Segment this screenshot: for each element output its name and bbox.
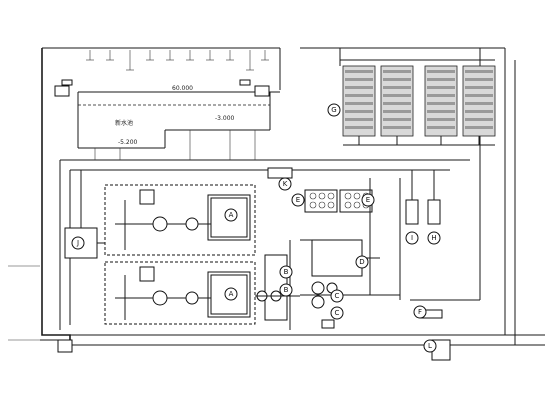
equipment-tags: A A B B C C D E E F G H I J K L	[71, 103, 441, 353]
device-h	[427, 199, 441, 225]
tag-c-label: C	[335, 292, 340, 300]
cooling-panel-fin	[465, 70, 493, 73]
cooling-panel-fin	[345, 102, 373, 105]
cooling-panel-fin	[345, 126, 373, 129]
tag-j-label: J	[76, 239, 79, 247]
cooling-panel-fin	[345, 78, 373, 81]
cooling-panel-fin	[427, 78, 455, 81]
cooling-panel-fin	[427, 110, 455, 113]
tag-l-label: L	[428, 342, 432, 350]
chiller-2	[104, 261, 256, 325]
cooling-panel-3	[424, 65, 458, 137]
cooling-panel-fin	[345, 94, 373, 97]
cooling-panel-fin	[465, 78, 493, 81]
cooling-panel-fin	[427, 118, 455, 121]
tag-e-circle	[361, 193, 375, 207]
cooling-panel-fin	[465, 118, 493, 121]
unit-e-left	[304, 189, 338, 213]
tag-i-label: I	[411, 234, 413, 242]
tag-b-circle	[279, 283, 293, 297]
tag-k-label: K	[283, 180, 288, 188]
tag-f-circle	[413, 305, 427, 319]
cooling-panel-fin	[383, 102, 411, 105]
tag-a-circle	[224, 208, 238, 222]
cooling-panel-fin	[465, 110, 493, 113]
tag-c-label: C	[335, 309, 340, 317]
tag-j-circle	[71, 236, 85, 250]
chiller-2-pump	[152, 290, 168, 306]
cooling-panel-1	[342, 65, 376, 137]
tag-a-label: A	[229, 290, 234, 298]
tag-k-circle	[278, 177, 292, 191]
top-sprinkler-drops	[86, 50, 269, 71]
cooling-panel-fin	[465, 86, 493, 89]
tag-a-label: A	[229, 211, 234, 219]
tag-d-label: D	[359, 258, 364, 266]
cooling-panel-fin	[345, 110, 373, 113]
tag-e-label: E	[366, 196, 370, 204]
plant-right	[267, 167, 401, 329]
elevation-mid: -3.000	[215, 115, 235, 122]
tag-i-circle	[405, 231, 419, 245]
device-i	[405, 199, 419, 225]
heat-exchanger-d	[311, 239, 363, 277]
cooling-panel-fin	[383, 86, 411, 89]
tag-c-circle	[330, 306, 344, 320]
tag-e-circle	[291, 193, 305, 207]
tag-e-label: E	[296, 196, 300, 204]
cooling-panel-fin	[427, 70, 455, 73]
pool-label: 新水池	[115, 119, 133, 127]
chiller-1-pump	[152, 216, 168, 232]
cooling-panel-fin	[383, 94, 411, 97]
tag-a-circle	[224, 287, 238, 301]
cooling-panel-fin	[427, 126, 455, 129]
tag-g-circle	[327, 103, 341, 117]
cooling-panel-fin	[383, 118, 411, 121]
tag-b-circle	[279, 265, 293, 279]
cooling-panel-2	[380, 65, 414, 137]
cooling-panel-fin	[383, 126, 411, 129]
tag-h-circle	[427, 231, 441, 245]
drain-section	[8, 265, 73, 353]
header-valve-left	[54, 85, 70, 97]
header-valve-right	[254, 85, 270, 97]
tag-f-label: F	[418, 308, 422, 316]
pump-group-b	[255, 240, 300, 330]
pool-section: 新水池 60.000 -3.000 -5.200	[54, 79, 280, 160]
tag-b-label: B	[284, 286, 289, 294]
cooling-panel-fin	[465, 94, 493, 97]
elevation-top: 60.000	[172, 85, 193, 92]
valve-k	[267, 167, 293, 179]
tag-g-label: G	[331, 106, 336, 114]
cooling-tower-bank	[339, 48, 496, 146]
elevation-low: -5.200	[118, 139, 138, 146]
cooling-panel-fin	[427, 102, 455, 105]
cooling-panel-fin	[427, 86, 455, 89]
tag-l-circle	[423, 339, 437, 353]
cooling-panel-fin	[383, 70, 411, 73]
cooling-panel-fin	[465, 102, 493, 105]
cooling-panel-fin	[383, 110, 411, 113]
cooling-panel-fin	[383, 78, 411, 81]
cooling-panel-fin	[345, 86, 373, 89]
tag-d-circle	[355, 255, 369, 269]
tag-h-label: H	[431, 234, 436, 242]
cooling-panel-fin	[345, 118, 373, 121]
tag-c-circle	[330, 289, 344, 303]
tag-b-label: B	[284, 268, 289, 276]
cooling-panel-fin	[345, 70, 373, 73]
tank-j	[64, 170, 105, 259]
cooling-panel-fin	[427, 94, 455, 97]
main-pipe-loop	[41, 47, 545, 346]
right-devices	[405, 170, 451, 361]
cooling-panel-4	[462, 65, 496, 137]
cooling-panel-fin	[465, 126, 493, 129]
